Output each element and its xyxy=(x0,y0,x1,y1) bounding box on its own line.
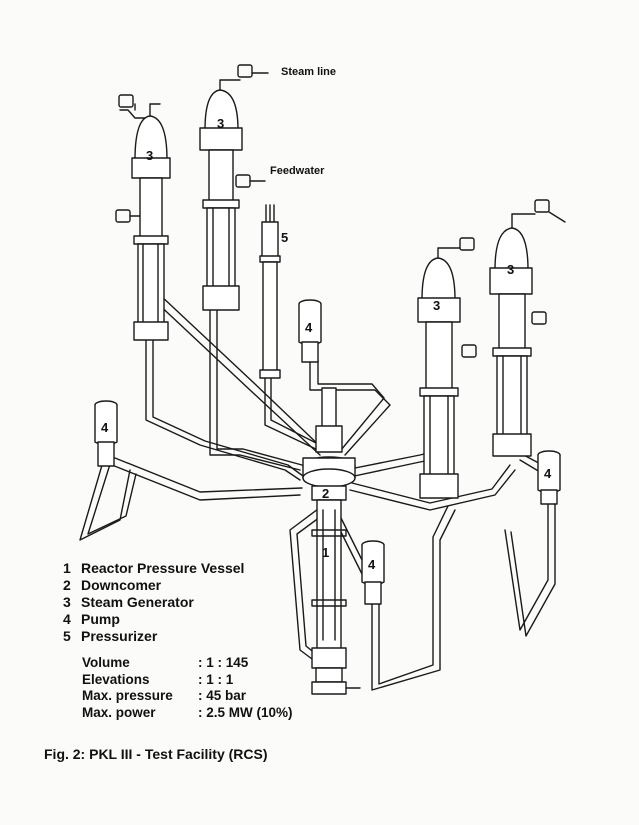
steam-line-label: Steam line xyxy=(281,66,337,78)
sg-center-number: 3 xyxy=(217,116,225,131)
legend-item: 5 Pressurizer xyxy=(63,628,244,645)
legend-number: 1 xyxy=(63,560,71,576)
reactor-pressure-vessel xyxy=(302,387,361,695)
pump-left xyxy=(94,400,118,467)
scale-specs: Volume : 1 : 145 Elevations : 1 : 1 Max. p… xyxy=(82,655,293,721)
spec-key: Volume xyxy=(82,655,130,670)
pump-center xyxy=(298,299,322,363)
downcomer-number: 2 xyxy=(322,486,330,501)
legend-label: Reactor Pressure Vessel xyxy=(81,560,245,576)
steam-generator-right-b xyxy=(489,199,566,457)
spec-value: : 2.5 MW (10%) xyxy=(198,704,293,720)
pump-right xyxy=(537,450,561,505)
spec-key: Elevations xyxy=(82,671,150,687)
pump-bottom xyxy=(361,540,385,605)
legend-label: Steam Generator xyxy=(81,594,194,610)
sg-left-number: 3 xyxy=(146,148,154,163)
feedwater-label: Feedwater xyxy=(270,165,325,177)
pressurizer-number: 5 xyxy=(281,230,289,245)
pump-right-number: 4 xyxy=(544,466,552,481)
spec-row: Max. power : 2.5 MW (10%) xyxy=(82,705,293,722)
pump-center-number: 4 xyxy=(305,320,313,335)
spec-value: : 1 : 145 xyxy=(198,655,249,670)
legend-label: Downcomer xyxy=(81,577,162,593)
legend-number: 2 xyxy=(63,577,71,593)
component-legend: 1 Reactor Pressure Vessel 2 Downcomer 3 Ste… xyxy=(63,560,244,645)
steam-generator-right-a xyxy=(417,237,477,499)
spec-row: Volume : 1 : 145 xyxy=(82,655,293,672)
legend-item: 3 Steam Generator xyxy=(63,594,244,611)
steam-generator-left xyxy=(115,94,171,341)
sg-right-a-number: 3 xyxy=(433,298,441,313)
steam-generator-center xyxy=(199,64,269,311)
legend-item: 1 Reactor Pressure Vessel xyxy=(63,560,244,577)
spec-value: : 1 : 1 xyxy=(198,671,234,687)
sg-right-b-number: 3 xyxy=(507,262,515,277)
legend-number: 5 xyxy=(63,628,71,644)
legend-label: Pressurizer xyxy=(81,628,158,644)
pump-left-number: 4 xyxy=(101,420,109,435)
spec-key: Max. pressure xyxy=(82,688,173,703)
figure-caption: Fig. 2: PKL III - Test Facility (RCS) xyxy=(44,746,268,762)
legend-number: 4 xyxy=(63,611,71,627)
legend-item: 2 Downcomer xyxy=(63,577,244,594)
spec-key: Max. power xyxy=(82,704,156,720)
legend-number: 3 xyxy=(63,594,71,610)
legend-item: 4 Pump xyxy=(63,611,244,628)
pump-bottom-number: 4 xyxy=(368,557,376,572)
spec-row: Max. pressure : 45 bar xyxy=(82,688,293,705)
rpv-number: 1 xyxy=(322,545,330,560)
spec-value: : 45 bar xyxy=(198,688,247,703)
pressurizer xyxy=(259,204,281,379)
spec-row: Elevations : 1 : 1 xyxy=(82,672,293,689)
legend-label: Pump xyxy=(81,611,120,627)
